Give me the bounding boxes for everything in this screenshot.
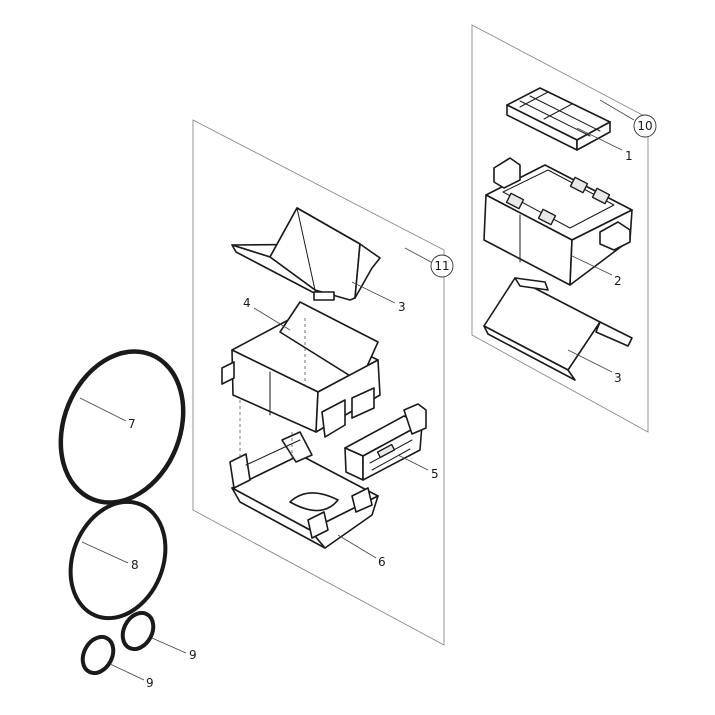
part-7-o-ring <box>58 349 186 505</box>
leader-3-right <box>567 349 613 373</box>
part-5-clip <box>344 403 427 481</box>
callout-4: 4 <box>243 296 251 310</box>
leader-7 <box>79 397 127 422</box>
leader-3-left <box>351 281 396 304</box>
leader-2 <box>569 254 613 276</box>
callout-3-right: 3 <box>614 371 622 385</box>
part-2-housing <box>483 157 633 286</box>
callout-11: 11 <box>434 259 449 273</box>
part-8-o-ring <box>68 499 168 621</box>
callout-7: 7 <box>128 417 136 431</box>
group-10-frame <box>471 24 649 433</box>
leader-8 <box>81 541 129 564</box>
callout-2: 2 <box>614 274 622 288</box>
leader-5 <box>397 454 429 471</box>
leader-11 <box>404 247 432 263</box>
part-1-pad <box>506 87 611 151</box>
group-11-circle <box>430 254 454 278</box>
callout-5: 5 <box>431 467 439 481</box>
leader-6 <box>337 534 377 559</box>
part-6-base <box>229 431 379 549</box>
callout-1: 1 <box>625 149 633 163</box>
part-3-cover-right <box>483 277 633 381</box>
part-4-carrier <box>221 301 381 438</box>
part-9-ring-upper <box>120 610 156 652</box>
group-10-circle <box>633 114 657 138</box>
leader-9-upper <box>151 637 187 654</box>
callout-6: 6 <box>378 555 386 569</box>
part-3-cover-left <box>231 207 381 301</box>
group-11-frame <box>192 119 445 646</box>
leader-1 <box>576 127 623 151</box>
callout-9-upper: 9 <box>189 648 197 662</box>
leader-4 <box>253 307 291 331</box>
leader-10 <box>599 99 635 121</box>
callout-9-lower: 9 <box>146 676 154 690</box>
leader-9-lower <box>109 663 145 681</box>
callout-10: 10 <box>637 119 652 133</box>
part-9-ring-lower <box>80 634 116 676</box>
callout-3-left: 3 <box>398 300 406 314</box>
callout-8: 8 <box>131 558 139 572</box>
